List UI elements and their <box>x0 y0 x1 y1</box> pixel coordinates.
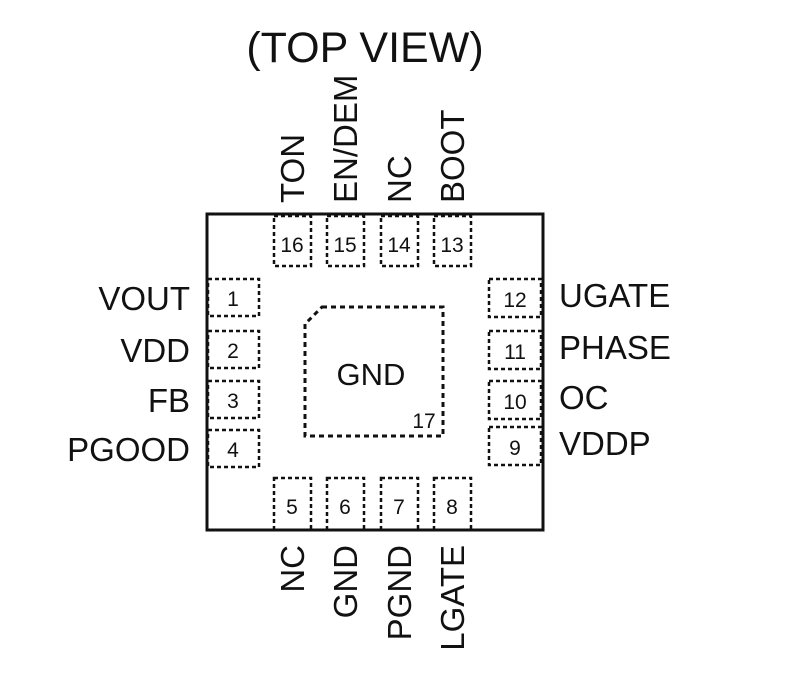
right-pin-number: 10 <box>503 391 526 414</box>
bottom-pin-pad <box>379 476 420 532</box>
right-pin-name: UGATE <box>559 277 670 314</box>
bottom-pin-pad <box>325 476 366 532</box>
bottom-pin-number: 8 <box>446 496 458 519</box>
right-pin-number: 11 <box>504 341 526 364</box>
bottom-pin-number: 7 <box>393 496 405 519</box>
top-pin-number: 14 <box>387 234 411 257</box>
exposed-pad <box>303 305 445 438</box>
right-pin-group: 9 VDDP 10 OC 11 PHASE 12 UGATE <box>487 277 671 467</box>
top-pin-number: 15 <box>333 234 356 257</box>
left-pin-number: 2 <box>227 340 239 363</box>
package-outline <box>205 212 545 532</box>
left-pin-pad <box>206 329 261 370</box>
top-pin-group: 13 BOOT 14 NC 15 EN/DEM 16 TON <box>272 75 473 268</box>
bottom-pin-number: 6 <box>339 496 351 519</box>
exposed-pad-label: GND <box>337 357 406 392</box>
top-pin-name: TON <box>274 134 311 203</box>
left-pin-name: VDD <box>120 332 190 369</box>
right-pin-name: PHASE <box>559 329 671 366</box>
top-pin-pad <box>432 214 473 268</box>
bottom-pin-pad <box>272 476 313 532</box>
bottom-pin-name: LGATE <box>434 545 471 651</box>
top-pin-number: 13 <box>440 234 463 257</box>
right-pin-pad <box>487 425 543 467</box>
left-pin-number: 4 <box>227 439 239 462</box>
right-pin-number: 9 <box>509 437 521 460</box>
right-pin-pad <box>487 329 543 371</box>
left-pin-name: VOUT <box>98 280 190 317</box>
left-pin-pad <box>206 428 261 469</box>
right-pin-name: OC <box>559 379 609 416</box>
bottom-pin-number: 5 <box>286 496 298 519</box>
left-pin-pad <box>206 277 261 318</box>
top-pin-name: EN/DEM <box>327 75 364 203</box>
right-pin-pad <box>487 277 543 319</box>
left-pin-number: 1 <box>227 288 239 311</box>
left-pin-group: 1 VOUT 2 VDD 3 FB 4 PGOOD <box>67 277 261 469</box>
left-pin-pad <box>206 379 261 420</box>
top-pin-name: NC <box>381 155 418 203</box>
bottom-pin-name: GND <box>327 545 364 618</box>
left-pin-name: FB <box>148 382 190 419</box>
bottom-pin-name: PGND <box>381 545 418 640</box>
top-pin-pad <box>325 214 366 268</box>
left-pin-name: PGOOD <box>67 431 190 468</box>
exposed-pad-number: 17 <box>412 410 435 433</box>
right-pin-name: VDDP <box>559 425 651 462</box>
left-pin-number: 3 <box>227 390 239 413</box>
top-pin-pad <box>379 214 420 268</box>
right-pin-number: 12 <box>503 289 526 312</box>
bottom-pin-pad <box>432 476 473 532</box>
right-pin-pad <box>487 379 543 421</box>
diagram-title: (TOP VIEW) <box>246 24 483 72</box>
top-pin-pad <box>272 214 313 268</box>
top-pin-name: BOOT <box>434 109 471 203</box>
top-pin-number: 16 <box>280 234 303 257</box>
bottom-pin-name: NC <box>274 545 311 593</box>
